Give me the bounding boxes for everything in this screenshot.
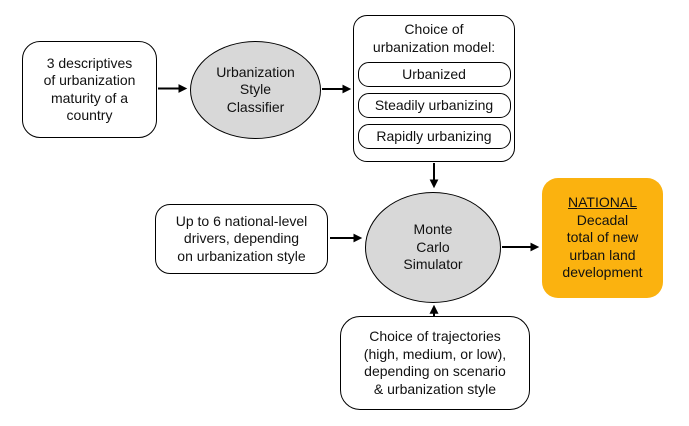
node-urbanization-model-choice: Choice of urbanization model: Urbanized …	[353, 15, 515, 162]
node-national-drivers: Up to 6 national-level drivers, dependin…	[155, 204, 328, 274]
node-national-drivers-label: Up to 6 national-level drivers, dependin…	[175, 212, 308, 264]
node-input-descriptives: 3 descriptives of urbanization maturity …	[22, 41, 157, 138]
model-option-steadily-urbanizing-label: Steadily urbanizing	[374, 96, 494, 113]
node-national-output: NATIONAL Decadal total of new urban land…	[542, 178, 663, 298]
node-national-output-title: NATIONAL	[568, 194, 637, 211]
node-trajectories-choice: Choice of trajectories (high, medium, or…	[340, 316, 530, 410]
node-national-output-label: Decadal total of new urban land developm…	[562, 211, 643, 281]
node-urbanization-style-classifier: Urbanization Style Classifier	[190, 41, 321, 139]
model-option-rapidly-urbanizing-label: Rapidly urbanizing	[376, 127, 492, 144]
node-urbanization-style-classifier-label: Urbanization Style Classifier	[216, 63, 295, 115]
node-monte-carlo-simulator: Monte Carlo Simulator	[365, 192, 501, 303]
node-input-descriptives-label: 3 descriptives of urbanization maturity …	[43, 54, 136, 124]
model-option-steadily-urbanizing: Steadily urbanizing	[357, 93, 511, 118]
model-option-urbanized-label: Urbanized	[402, 65, 466, 82]
urbanization-model-options: Urbanized Steadily urbanizing Rapidly ur…	[357, 62, 511, 149]
node-trajectories-choice-label: Choice of trajectories (high, medium, or…	[363, 328, 507, 397]
model-option-urbanized: Urbanized	[357, 62, 511, 87]
model-option-rapidly-urbanizing: Rapidly urbanizing	[357, 124, 511, 149]
urbanization-model-choice-title: Choice of urbanization model:	[372, 21, 496, 55]
node-monte-carlo-simulator-label: Monte Carlo Simulator	[403, 221, 463, 273]
